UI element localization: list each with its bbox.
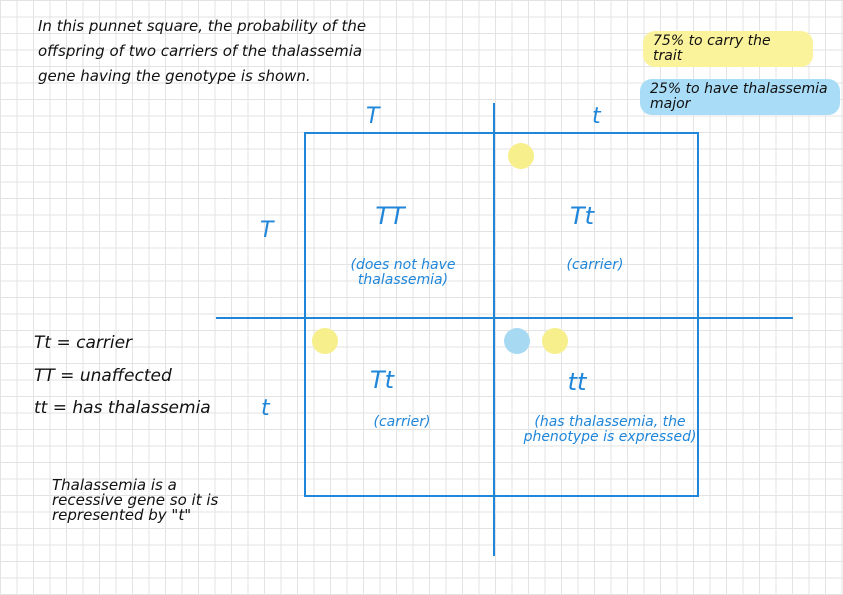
cell-bl-genotype: Tt	[369, 366, 395, 394]
yellow-dot-br	[542, 328, 568, 354]
punnett-square-outline	[304, 132, 699, 497]
carry-probability-note: 75% to carry the trait	[643, 31, 813, 67]
legend-carrier: Tt = carrier	[34, 333, 133, 353]
recessive-gene-note: Thalassemia is a recessive gene so it is…	[52, 476, 219, 524]
cell-bl-description: (carrier)	[373, 414, 431, 430]
yellow-dot-bl	[312, 328, 338, 354]
cell-br-genotype: tt	[567, 368, 587, 396]
allele-top-right: t	[592, 104, 601, 129]
legend-unaffected: TT = unaffected	[34, 366, 172, 386]
cell-tl-description: (does not have thalassemia)	[350, 257, 456, 288]
cell-tr-genotype: Tt	[569, 202, 595, 230]
allele-side-bottom: t	[261, 396, 270, 421]
cell-br-description: (has thalassemia, the phenotype is expre…	[523, 414, 697, 445]
intro-text: In this punnet square, the probability o…	[38, 17, 367, 85]
blue-dot-br	[504, 328, 530, 354]
allele-top-left: T	[366, 104, 380, 129]
cell-tr-description: (carrier)	[566, 257, 624, 273]
cell-tl-genotype: TT	[375, 202, 405, 230]
allele-side-top: T	[260, 218, 274, 243]
yellow-dot-tr	[508, 143, 534, 169]
major-probability-note: 25% to have thalassemia major	[640, 79, 840, 115]
legend-has-thalassemia: tt = has thalassemia	[34, 398, 211, 418]
